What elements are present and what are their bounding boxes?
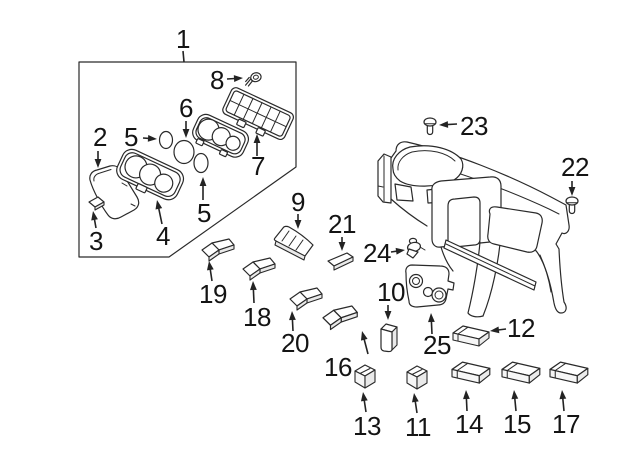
gauge-window-right xyxy=(193,152,209,174)
trim-strip xyxy=(327,252,354,271)
callout-arrowhead-15 xyxy=(511,390,519,400)
callout-label-5a-gauge-window-left: 5 xyxy=(124,122,138,152)
callout-label-18-switch: 18 xyxy=(243,302,271,332)
gauge-window-left xyxy=(158,130,174,150)
callout-label-9-switch-panel: 9 xyxy=(291,187,305,217)
cluster-screw xyxy=(245,72,262,87)
callout-arrowhead-5a xyxy=(147,134,157,142)
callout-label-14-switch: 14 xyxy=(455,409,483,439)
callout-arrowhead-23 xyxy=(439,121,449,128)
cluster-rear-case xyxy=(222,87,294,141)
callout-label-4-cluster-housing: 4 xyxy=(156,221,170,251)
callout-label-22-push-screw: 22 xyxy=(561,152,589,182)
switch-14 xyxy=(451,361,491,384)
callout-label-2-cluster-lens: 2 xyxy=(93,122,107,152)
push-screw-23 xyxy=(423,117,437,136)
callout-label-20-switch: 20 xyxy=(281,328,309,358)
callout-arrowhead-7 xyxy=(253,134,261,143)
callout-label-15-switch: 15 xyxy=(503,409,531,439)
callout-arrowhead-20 xyxy=(289,311,296,321)
switch-20 xyxy=(289,287,323,311)
callout-label-12-switch: 12 xyxy=(507,313,535,343)
callout-arrowhead-8 xyxy=(233,75,243,82)
lens-clip xyxy=(88,196,105,211)
callout-arrowhead-4 xyxy=(155,200,163,210)
callout-label-23-push-screw: 23 xyxy=(460,111,488,141)
callout-label-1-instrument-cluster-assembly-box: 1 xyxy=(176,24,190,54)
push-screw-22 xyxy=(565,196,579,215)
callout-arrowhead-19 xyxy=(206,261,214,271)
callout-arrowhead-3 xyxy=(91,211,98,221)
gauge-window-center xyxy=(173,139,195,165)
callout-arrowhead-25 xyxy=(428,313,435,323)
callout-arrow-1 xyxy=(182,50,185,63)
callout-label-11-switch: 11 xyxy=(405,412,431,442)
switch-19 xyxy=(201,238,235,262)
callout-arrowhead-17 xyxy=(559,390,567,400)
callout-arrowhead-14 xyxy=(463,390,470,400)
switch-15 xyxy=(501,361,541,384)
callout-label-21-trim-strip: 21 xyxy=(328,209,356,239)
switch-17 xyxy=(549,361,589,384)
callout-label-25-heater-control-unit: 25 xyxy=(423,330,451,360)
callout-arrowhead-10 xyxy=(384,311,392,320)
callout-arrowhead-9 xyxy=(294,220,302,229)
switch-18 xyxy=(242,257,276,281)
callout-arrowhead-12 xyxy=(490,326,500,334)
sensor-clip xyxy=(406,237,426,259)
callout-arrowhead-11 xyxy=(411,393,419,403)
callout-label-19-switch: 19 xyxy=(199,279,227,309)
heater-control-unit xyxy=(405,264,455,308)
callout-arrowhead-22 xyxy=(568,187,576,196)
dashboard-panel xyxy=(377,141,570,318)
callout-label-17-switch: 17 xyxy=(552,409,580,439)
callout-arrowhead-5b xyxy=(199,177,207,186)
cluster-hood-opening xyxy=(392,145,464,187)
callout-label-5b-gauge-window-right: 5 xyxy=(197,198,211,228)
callout-label-24-sensor-clip: 24 xyxy=(363,238,391,268)
switch-panel xyxy=(273,225,314,261)
glove-box-opening xyxy=(487,206,543,253)
callout-arrowhead-16 xyxy=(360,331,368,341)
callout-arrowhead-6 xyxy=(182,129,190,138)
switch-13 xyxy=(354,364,376,389)
switch-16 xyxy=(322,305,358,331)
callout-arrowhead-18 xyxy=(250,281,257,291)
callout-label-7-cluster-rear-case: 7 xyxy=(251,151,265,181)
callout-label-6-gauge-window-center: 6 xyxy=(179,93,193,123)
callout-arrowhead-2 xyxy=(94,159,102,168)
callout-label-10-blank-switch: 10 xyxy=(377,277,405,307)
callout-arrowhead-24 xyxy=(395,247,405,255)
switch-11 xyxy=(406,365,428,390)
callout-arrow-4 xyxy=(157,205,163,225)
callout-label-13-switch: 13 xyxy=(353,411,381,441)
callout-label-3-lens-clip: 3 xyxy=(89,226,103,256)
callout-arrowhead-13 xyxy=(360,392,368,402)
cluster-assembly-box xyxy=(78,61,297,258)
callout-arrowhead-21 xyxy=(338,242,346,251)
callout-label-16-switch: 16 xyxy=(324,352,352,382)
loose-parts xyxy=(201,117,589,390)
cluster-bezel xyxy=(192,113,250,158)
cluster-housing xyxy=(116,148,185,201)
switch-12 xyxy=(452,325,490,347)
callout-label-8-cluster-screw: 8 xyxy=(210,65,224,95)
blank-switch xyxy=(380,323,398,353)
